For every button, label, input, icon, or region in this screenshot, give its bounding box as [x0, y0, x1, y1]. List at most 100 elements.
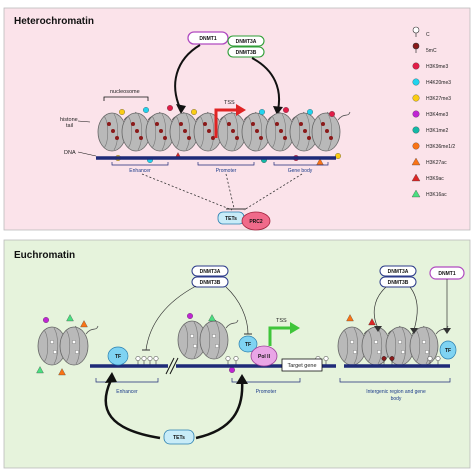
nucleosome	[145, 111, 185, 152]
5mc-mark	[283, 136, 287, 140]
5mc-mark	[115, 136, 119, 140]
legend-label: 5mC	[426, 48, 437, 54]
nucleosome	[265, 111, 305, 152]
bottom-right-dnmt3b-pill: DNMT3B	[379, 276, 417, 288]
dna-label: DNA	[64, 150, 76, 156]
bottom-left-dnmt3b-pill: DNMT3B	[191, 276, 229, 288]
nucleosome	[289, 111, 329, 152]
histone-mark	[346, 314, 354, 322]
unmethylated-c	[427, 356, 433, 366]
dnmt3a-pill: DNMT3A	[227, 35, 265, 47]
5mc-mark	[303, 129, 307, 133]
svg-text:DNMT1: DNMT1	[438, 271, 455, 277]
histone-mark	[335, 153, 341, 159]
legend-label: H3K27ac	[426, 160, 447, 166]
target-gene-box: Target gene	[281, 358, 323, 372]
tf-left: TF	[107, 346, 129, 366]
histone-mark	[329, 111, 335, 117]
5mc-mark	[329, 136, 333, 140]
svg-text:DNMT3B: DNMT3B	[388, 280, 409, 286]
5mc-mark	[179, 122, 183, 126]
legend-item: H3K4me3	[412, 110, 448, 118]
tf-right: TF	[439, 340, 457, 360]
heterochromatin-nucleosome-array	[97, 105, 351, 166]
legend-item: C	[412, 26, 430, 38]
bottom-tss-arrow: TSS	[268, 318, 300, 346]
unmethylated-c	[225, 356, 231, 366]
bottom-tets-complex: TETs	[163, 429, 195, 445]
legend-label: H3K1me2	[426, 128, 448, 134]
svg-text:Pol II: Pol II	[258, 354, 271, 360]
euchromatin-left-nucleosomes	[36, 314, 159, 376]
svg-text:DNMT3A: DNMT3A	[200, 269, 221, 275]
histone-mark	[58, 368, 66, 376]
svg-text:DNMT3B: DNMT3B	[200, 280, 221, 286]
svg-text:TF: TF	[245, 342, 251, 348]
bottom-promoter-label: Promoter	[256, 389, 277, 395]
euchromatin-title: Euchromatin	[14, 250, 75, 261]
histone-mark	[167, 105, 173, 111]
dnmt3b-pill: DNMT3B	[227, 46, 265, 58]
legend-item: H3K36me1/2	[412, 142, 455, 150]
5mc-mark	[159, 129, 163, 133]
legend-label: H3K9ac	[426, 176, 444, 182]
histone-mark	[36, 366, 44, 374]
svg-text:TF: TF	[445, 348, 451, 354]
unmethylated-c	[135, 356, 141, 366]
svg-text:DNMT3A: DNMT3A	[388, 269, 409, 275]
tets-arrow-left	[104, 377, 161, 440]
histone-mark	[229, 367, 235, 373]
5mc-mark	[259, 136, 263, 140]
legend-item: H3K9me3	[412, 62, 448, 70]
dnmt1-pill: DNMT1	[187, 31, 229, 45]
heterochromatin-title: Heterochromatin	[14, 16, 94, 27]
euchromatin-right-nucleosomes	[337, 314, 449, 366]
5mc-mark	[211, 136, 215, 140]
5mc-mark	[227, 122, 231, 126]
histone-mark	[283, 107, 289, 113]
histone-mark	[259, 109, 265, 115]
legend-label: C	[426, 32, 430, 38]
legend-label: H3K16ac	[426, 192, 447, 198]
5mc-mark	[111, 129, 115, 133]
bottom-right-dnmt1-pill: DNMT1	[429, 266, 465, 280]
histone-mark	[208, 314, 216, 322]
svg-text:TSS: TSS	[276, 318, 287, 324]
nucleosome	[37, 325, 77, 366]
svg-text:DNMT3A: DNMT3A	[236, 39, 257, 45]
histone-mark	[66, 314, 74, 322]
histone-mark	[368, 318, 376, 326]
legend-label: H3K4me3	[426, 112, 448, 118]
5mc-mark	[183, 129, 187, 133]
5mc-mark	[325, 129, 329, 133]
top-tets-complex: TETs	[217, 211, 245, 225]
svg-text:DNMT3B: DNMT3B	[236, 50, 257, 56]
histone-mark	[43, 317, 49, 323]
5mc-mark	[235, 136, 239, 140]
bottom-enhancer-label: Enhancer	[116, 389, 138, 395]
5mc-mark	[131, 122, 135, 126]
svg-text:DNMT1: DNMT1	[199, 36, 216, 42]
5mc-mark	[163, 136, 167, 140]
svg-text:PRC2: PRC2	[249, 219, 263, 225]
legend-label: H3K9me3	[426, 64, 448, 70]
5mc-mark	[207, 129, 211, 133]
5mc-mark	[255, 129, 259, 133]
top-gene-body-label: Gene body	[288, 168, 313, 174]
svg-text:TETs: TETs	[225, 216, 237, 222]
bottom-left-dnmt3a-pill: DNMT3A	[191, 265, 229, 277]
5mc-mark	[187, 136, 191, 140]
histone-mark	[143, 107, 149, 113]
5mc-mark	[321, 122, 325, 126]
nucleosome	[385, 325, 425, 366]
nucleosome	[311, 111, 351, 152]
dnmt-arrow-left	[174, 44, 201, 109]
histone-mark	[187, 313, 193, 319]
legend-label: H4K20me3	[426, 80, 451, 86]
5mc-mark	[279, 129, 283, 133]
5mc-mark	[135, 129, 139, 133]
5mc-mark	[203, 122, 207, 126]
